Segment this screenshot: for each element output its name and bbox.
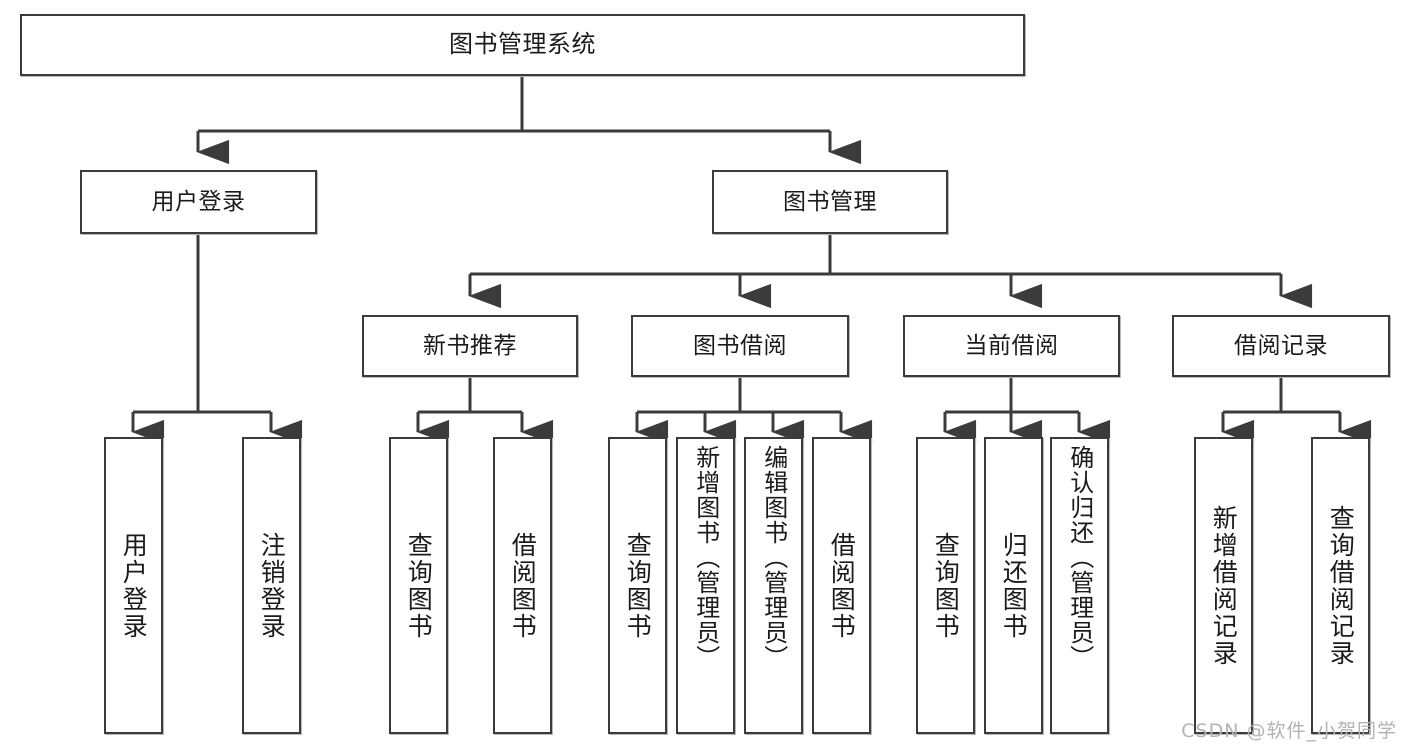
- node-book-borrow[interactable]: 图书借阅: [631, 315, 849, 377]
- node-label: 借阅记录: [1234, 332, 1328, 359]
- leaf-current-return-book[interactable]: 归还图书: [984, 437, 1043, 734]
- node-book-management[interactable]: 图书管理: [712, 170, 948, 234]
- node-label: 新增图书（管理员）: [691, 445, 720, 670]
- leaf-user-logout[interactable]: 注销登录: [242, 437, 301, 734]
- node-label: 新增借阅记录: [1209, 504, 1239, 667]
- node-label: 借阅图书: [508, 531, 538, 640]
- node-root-system[interactable]: 图书管理系统: [20, 14, 1025, 76]
- leaf-borrow-query-book[interactable]: 查询图书: [608, 437, 667, 734]
- node-label: 编辑图书（管理员）: [759, 445, 788, 670]
- node-label: 查询图书: [623, 531, 653, 640]
- leaf-user-login[interactable]: 用户登录: [104, 437, 163, 734]
- node-label: 归还图书: [999, 531, 1029, 640]
- node-label: 图书借阅: [693, 332, 787, 359]
- leaf-record-query-borrow-record[interactable]: 查询借阅记录: [1311, 437, 1370, 734]
- node-label: 当前借阅: [964, 332, 1059, 359]
- leaf-current-confirm-return-admin[interactable]: 确认归还（管理员）: [1050, 437, 1109, 734]
- leaf-recommend-borrow-book[interactable]: 借阅图书: [493, 437, 552, 734]
- node-new-book-recommend[interactable]: 新书推荐: [362, 315, 578, 377]
- leaf-borrow-add-book-admin[interactable]: 新增图书（管理员）: [676, 437, 735, 734]
- node-borrow-record[interactable]: 借阅记录: [1172, 315, 1390, 377]
- leaf-current-query-book[interactable]: 查询图书: [916, 437, 975, 734]
- node-label: 查询图书: [404, 531, 434, 640]
- node-label: 图书管理系统: [449, 30, 596, 59]
- node-label: 新书推荐: [423, 332, 517, 359]
- node-label: 查询借阅记录: [1326, 504, 1356, 667]
- node-label: 查询图书: [931, 531, 961, 640]
- leaf-borrow-edit-book-admin[interactable]: 编辑图书（管理员）: [744, 437, 803, 734]
- leaf-recommend-query-book[interactable]: 查询图书: [389, 437, 448, 734]
- node-label: 注销登录: [257, 531, 287, 640]
- leaf-borrow-borrow-book[interactable]: 借阅图书: [812, 437, 871, 734]
- node-label: 借阅图书: [827, 531, 857, 640]
- node-label: 确认归还（管理员）: [1065, 445, 1094, 670]
- node-label: 用户登录: [119, 531, 149, 640]
- node-current-borrow[interactable]: 当前借阅: [903, 315, 1120, 377]
- csdn-watermark: CSDN @软件_小贺同学: [1181, 720, 1397, 742]
- leaf-record-add-borrow-record[interactable]: 新增借阅记录: [1194, 437, 1253, 734]
- node-user-login[interactable]: 用户登录: [80, 170, 317, 234]
- node-label: 图书管理: [783, 188, 877, 215]
- node-label: 用户登录: [151, 188, 246, 215]
